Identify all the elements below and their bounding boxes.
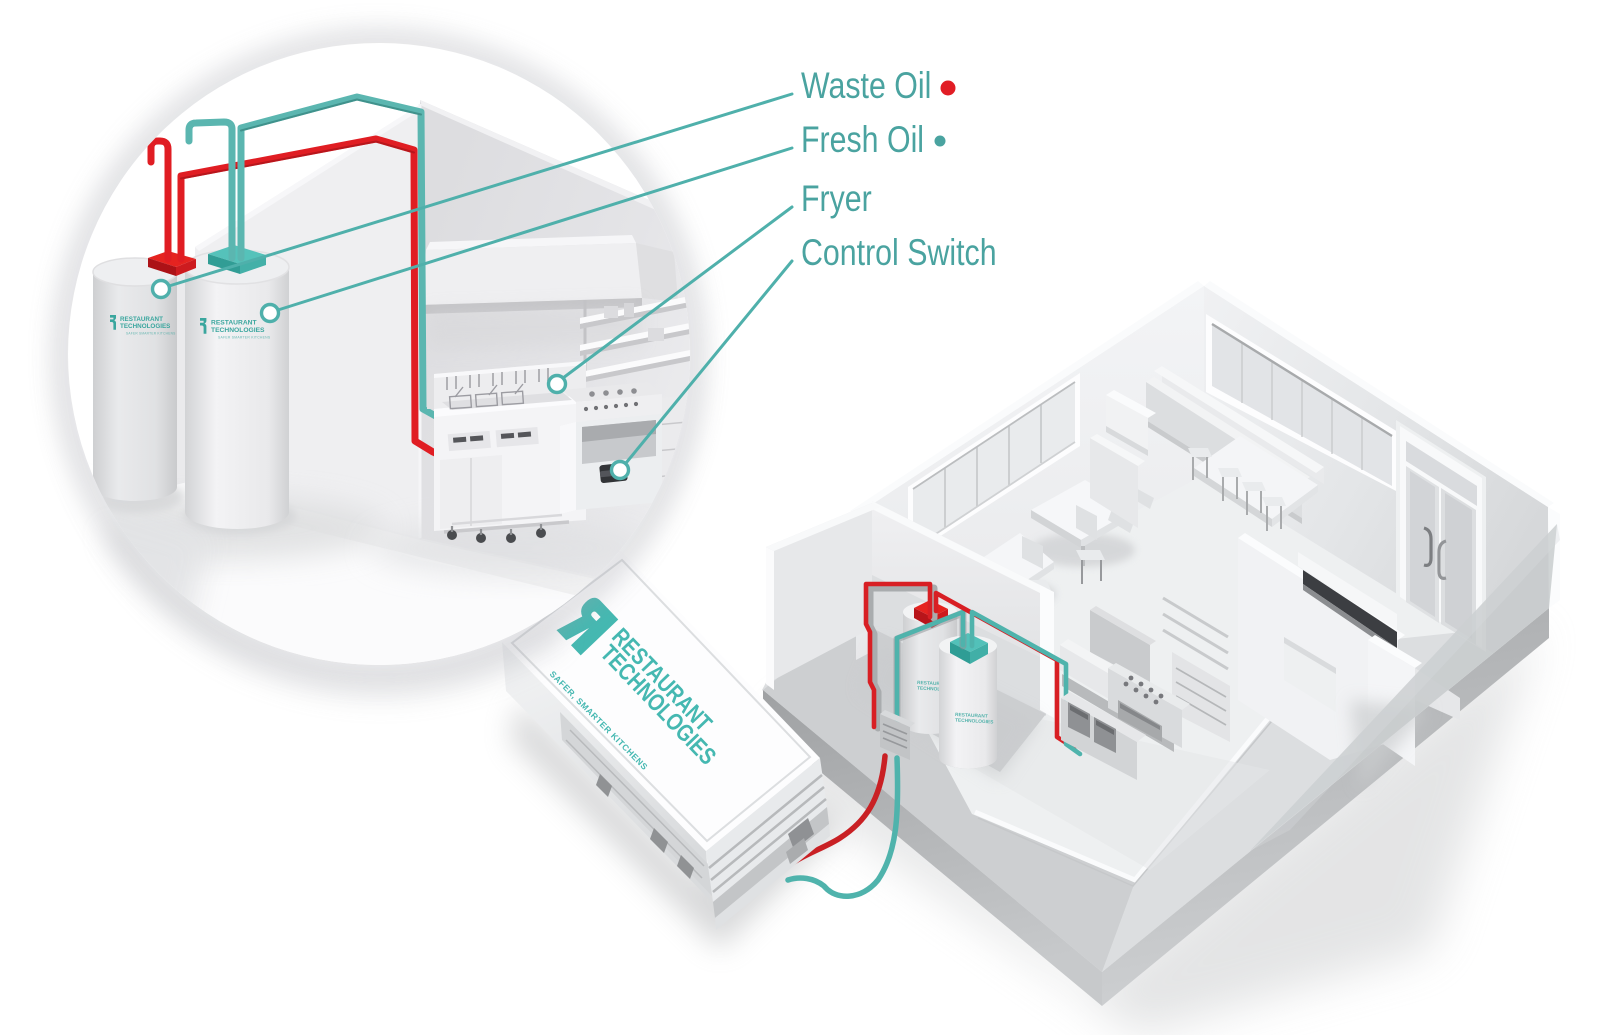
svg-text:RESTAURANT: RESTAURANT (917, 680, 950, 688)
svg-text:SAFER SMARTER KITCHENS: SAFER SMARTER KITCHENS (126, 332, 176, 336)
svg-text:TECHNOLOGIES: TECHNOLOGIES (211, 327, 265, 334)
svg-text:RESTAURANT: RESTAURANT (120, 316, 163, 323)
svg-text:SAFER SMARTER KITCHENS: SAFER SMARTER KITCHENS (218, 336, 271, 340)
svg-text:TECHNOLOGIES: TECHNOLOGIES (917, 686, 956, 694)
svg-text:Fryer: Fryer (801, 178, 872, 220)
svg-text:RESTAURANT: RESTAURANT (211, 320, 257, 327)
svg-text:Fresh Oil: Fresh Oil (801, 119, 924, 161)
svg-text:Waste Oil: Waste Oil (801, 65, 931, 107)
svg-text:RESTAURANT: RESTAURANT (955, 712, 988, 720)
svg-text:TECHNOLOGIES: TECHNOLOGIES (120, 323, 170, 330)
svg-text:TECHNOLOGIES: TECHNOLOGIES (955, 718, 994, 726)
svg-text:Control Switch: Control Switch (801, 232, 997, 274)
